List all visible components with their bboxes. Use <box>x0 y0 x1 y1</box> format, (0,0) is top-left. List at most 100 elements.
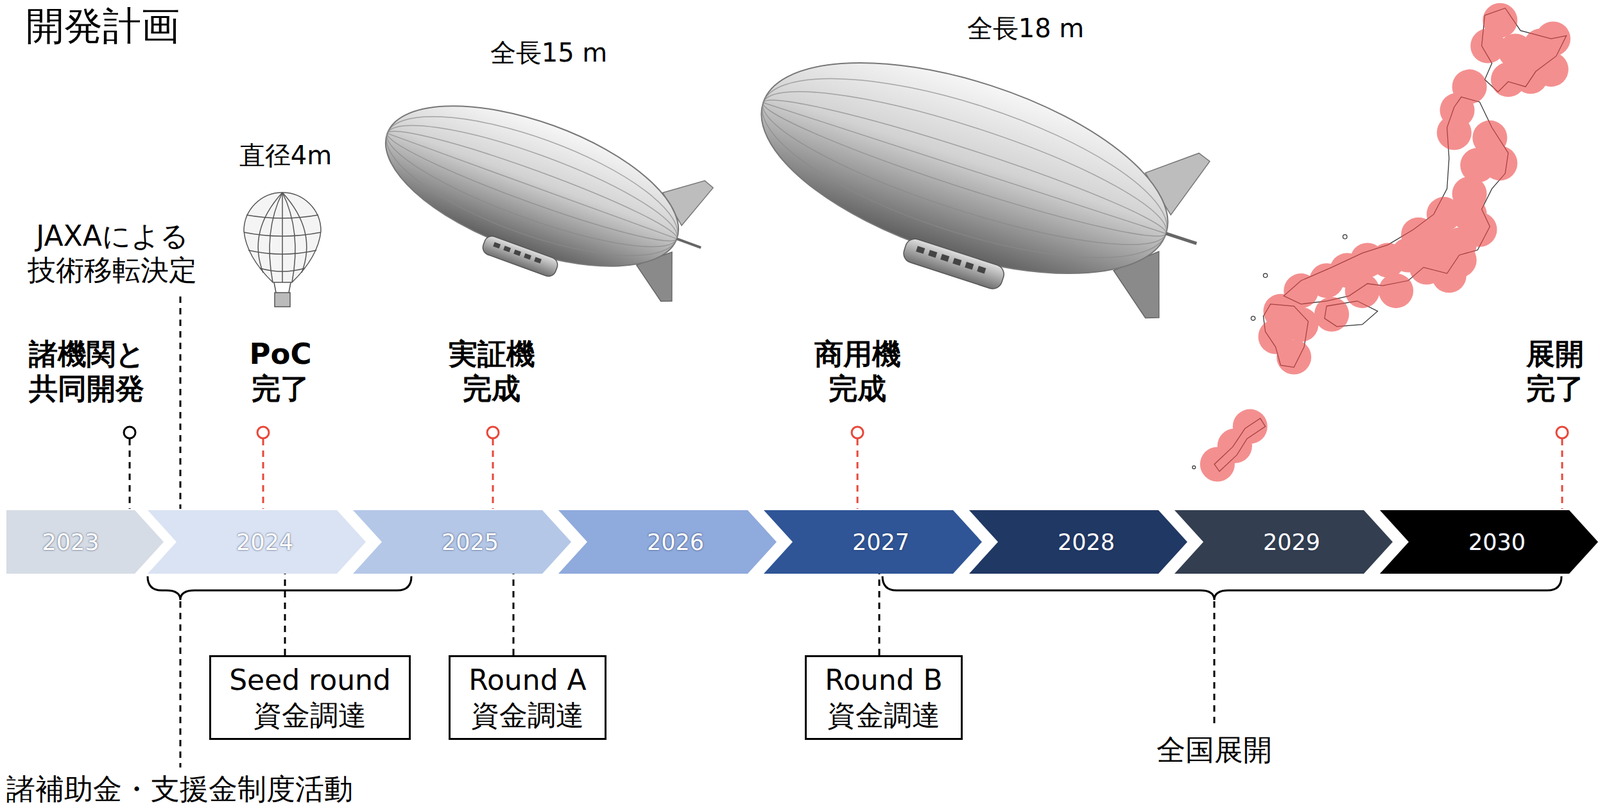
japan-map <box>1263 273 1267 278</box>
japan-map <box>1482 145 1518 181</box>
airship-figure <box>513 249 522 257</box>
box-text: 資金調達 <box>229 697 391 733</box>
milestone-markers <box>262 438 265 509</box>
airship-figure <box>523 253 532 260</box>
japan-map <box>1192 465 1196 470</box>
activity-label: 諸補助金・支援金制度活動 <box>6 772 353 806</box>
airship-figure <box>952 258 962 266</box>
year-chevron: 2029 <box>1174 510 1393 574</box>
milestone-markers <box>856 438 859 509</box>
balloon-figure <box>281 192 284 283</box>
japan-map <box>1345 273 1380 309</box>
chevron-shape <box>352 510 572 574</box>
year-label: 2026 <box>587 510 764 574</box>
year-label: 2027 <box>792 510 970 574</box>
airship-figure <box>492 241 542 264</box>
chevron-shape <box>558 510 777 574</box>
brace <box>147 576 412 601</box>
balloon-figure <box>259 268 305 272</box>
year-chevron: 2025 <box>352 510 572 574</box>
chevron-shape <box>763 510 982 574</box>
milestone-markers <box>487 426 499 439</box>
year-chevron: 2026 <box>558 510 777 574</box>
balloon-figure <box>288 282 291 293</box>
airship-figure <box>964 261 974 270</box>
year-label: 2029 <box>1203 510 1380 574</box>
airship-figure <box>928 250 938 259</box>
japan-map <box>1192 3 1571 482</box>
milestone-label: PoC 完了 <box>249 336 312 407</box>
japan-map <box>1431 258 1467 293</box>
balloon-figure <box>258 192 283 273</box>
year-chevron: 2030 <box>1379 510 1599 574</box>
japan-map <box>1250 316 1255 321</box>
japan-map <box>1200 3 1571 482</box>
year-chevron: 2027 <box>763 510 982 574</box>
airship-figure <box>763 84 1172 234</box>
japan-map <box>1314 297 1350 332</box>
airship-figure <box>360 73 723 323</box>
airship-figure <box>533 257 542 264</box>
airship-figure <box>750 102 1167 274</box>
chevron-shape <box>1174 510 1393 574</box>
airship-figure <box>492 241 501 249</box>
chevron-shape <box>6 510 164 574</box>
year-label: 2024 <box>176 510 353 574</box>
japan-map <box>1533 51 1569 87</box>
funding-box: Round A資金調達 <box>448 655 606 740</box>
year-chevron: 2024 <box>147 510 366 574</box>
box-text: Seed round <box>229 662 391 698</box>
dashed-connector <box>512 573 515 656</box>
japan-map <box>1452 69 1488 104</box>
airship-figure <box>757 102 1167 252</box>
activity-label: 全国展開 <box>1156 732 1273 768</box>
airship-figure <box>503 245 511 253</box>
milestone-markers <box>123 296 1568 509</box>
airship-figure <box>763 62 1179 234</box>
japan-map <box>1342 234 1347 239</box>
milestone-markers <box>1556 426 1568 439</box>
brace <box>179 601 182 768</box>
japan-map <box>1535 21 1571 56</box>
airship-figure <box>480 234 560 279</box>
japan-map <box>1436 115 1472 151</box>
airship-figure <box>1166 233 1197 244</box>
airship-figure <box>763 102 1167 234</box>
brace <box>147 576 1562 768</box>
box-text: Round A <box>468 662 586 698</box>
year-label: 2025 <box>381 510 559 574</box>
balloon-figure <box>243 232 321 237</box>
japan-map <box>1200 446 1235 482</box>
japan-map <box>1490 62 1526 97</box>
airship-figure <box>387 103 688 239</box>
event-label: JAXAによる 技術移転決定 <box>27 219 198 288</box>
milestone-label: 諸機関と 共同開発 <box>28 336 146 407</box>
airship-figure <box>743 102 1167 295</box>
airship-figure <box>743 41 1186 295</box>
balloon-figure <box>248 250 317 255</box>
box-text: 資金調達 <box>468 697 586 733</box>
chevron-shape <box>147 510 366 574</box>
page-title: 開発計画 <box>25 2 180 49</box>
dimension-label: 全長15 m <box>490 37 608 69</box>
japan-map <box>1276 339 1312 375</box>
milestone-markers <box>123 426 136 439</box>
balloon-figure <box>282 192 307 273</box>
box-text: Round B <box>824 662 943 698</box>
airship-figure <box>370 133 678 285</box>
dimension-label: 全長18 m <box>967 12 1085 44</box>
brace <box>1213 601 1216 727</box>
milestone-markers <box>179 296 182 509</box>
airship-figure <box>901 236 1007 292</box>
milestone-label: 実証機 完成 <box>448 336 536 407</box>
dashed-connector <box>879 573 880 656</box>
year-label: 2023 <box>6 510 135 574</box>
chevron-shape <box>1379 510 1599 574</box>
airship-figure <box>763 41 1187 234</box>
milestone-markers <box>1561 438 1564 509</box>
dashed-connector <box>284 573 286 656</box>
airship-figure <box>915 245 925 254</box>
dashed-connector <box>878 573 881 656</box>
balloon-figure <box>274 282 276 293</box>
